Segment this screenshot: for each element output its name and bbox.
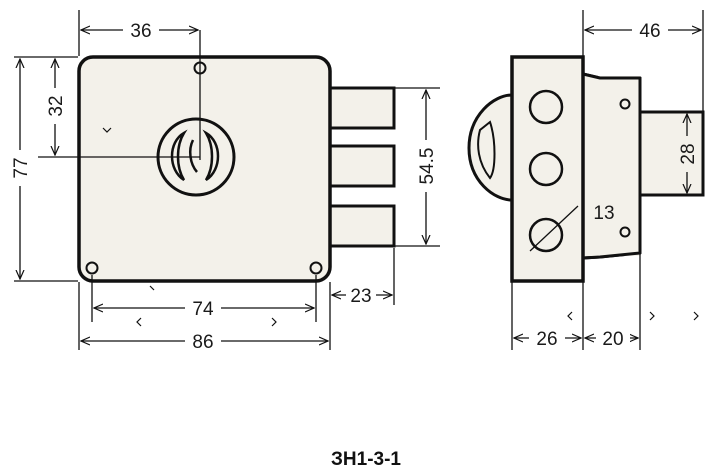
dim-cylinder-diameter: 13 bbox=[593, 203, 614, 224]
dim-plate-height: 28 bbox=[678, 143, 699, 164]
side-cylinder-top bbox=[528, 89, 564, 125]
side-cylinder-middle bbox=[528, 151, 564, 187]
screw-hole-bottom-left bbox=[85, 261, 99, 275]
model-caption: ЗН1-3-1 bbox=[331, 449, 401, 470]
dim-bolt-span: 54.5 bbox=[417, 148, 438, 185]
bolt-top bbox=[326, 86, 396, 130]
dim-bolt-projection: 23 bbox=[350, 286, 371, 307]
screw-hole-bottom-right bbox=[309, 261, 323, 275]
dim-overall-depth: 46 bbox=[639, 21, 660, 42]
bolt-middle bbox=[326, 144, 396, 188]
dim-hole-spacing: 74 bbox=[192, 299, 214, 320]
dim-body-depth: 26 bbox=[536, 329, 557, 350]
front-view: 36 32 77 54.5 23 74 86 bbox=[8, 10, 440, 353]
dim-height-to-axis: 32 bbox=[46, 95, 67, 116]
plate-hole-top bbox=[619, 98, 631, 110]
plate-hole-bottom bbox=[619, 226, 631, 238]
dim-plate-depth: 20 bbox=[602, 329, 623, 350]
bolt-bottom bbox=[326, 204, 396, 248]
side-view: 46 28 13 26 20 bbox=[467, 10, 705, 350]
dim-total-width: 86 bbox=[192, 332, 213, 353]
dim-total-height: 77 bbox=[11, 157, 32, 178]
dim-top-offset: 36 bbox=[130, 21, 151, 42]
